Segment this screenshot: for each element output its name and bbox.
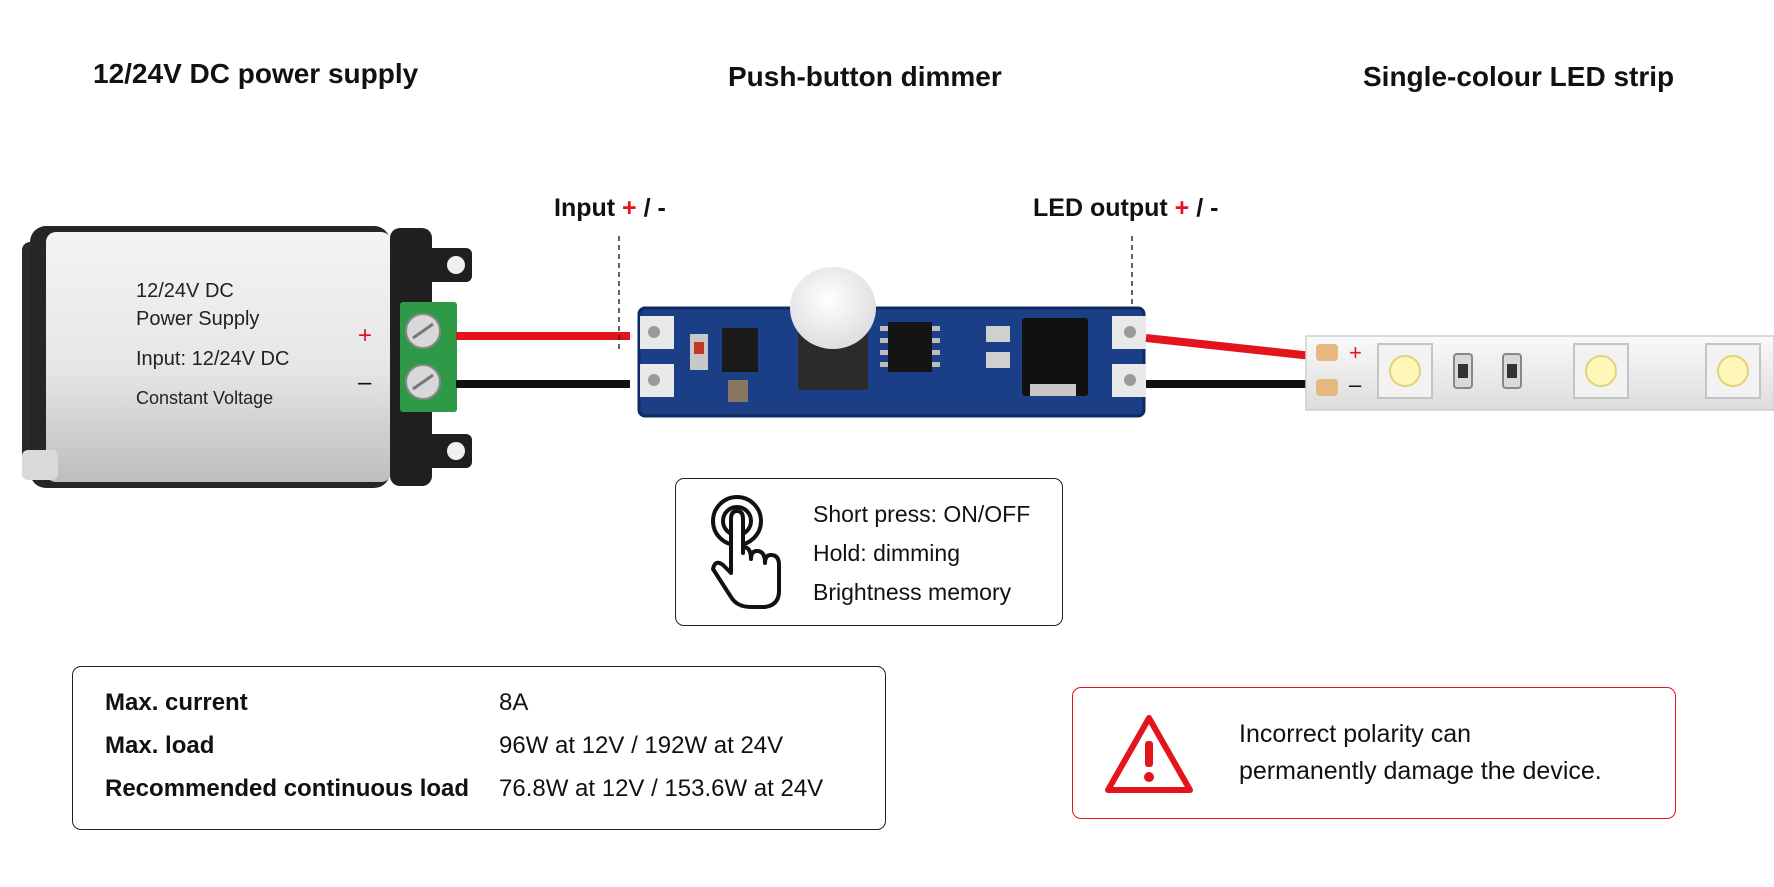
title-power-supply: 12/24V DC power supply <box>93 58 419 89</box>
output-minus-mark: / - <box>1189 194 1219 222</box>
psu-label-line3: Input: 12/24V DC <box>136 348 290 370</box>
power-supply-device <box>22 226 472 488</box>
dimmer-button-cap <box>790 267 876 349</box>
strip-minus-mark: – <box>1349 372 1362 397</box>
spec-key-max-current: Max. current <box>105 689 248 716</box>
title-dimmer: Push-button dimmer <box>728 61 1002 92</box>
input-label-text: Input <box>554 194 616 222</box>
function-box: Short press: ON/OFF Hold: dimming Bright… <box>675 478 1063 626</box>
psu-label-line1: 12/24V DC <box>136 280 234 302</box>
led-strip <box>1305 335 1774 411</box>
psu-plus-mark: + <box>358 322 373 349</box>
input-terminal-label: Input + / - <box>554 194 666 223</box>
strip-plus-mark: + <box>1349 340 1362 365</box>
dimmer-pcb <box>637 306 1146 418</box>
function-hold-dimming: Hold: dimming <box>813 540 960 566</box>
spec-key-max-load: Max. load <box>105 732 215 759</box>
psu-minus-mark: – <box>358 369 372 396</box>
function-brightness-memory: Brightness memory <box>813 579 1012 605</box>
push-button-hand-icon <box>711 495 781 609</box>
output-plus-mark: + <box>1174 194 1190 222</box>
input-plus-mark: + <box>622 194 637 222</box>
polarity-warning-box: Incorrect polarity can permanently damag… <box>1072 687 1676 819</box>
spec-key-continuous-load: Recommended continuous load <box>105 775 470 802</box>
spec-value-max-load: 96W at 12V / 192W at 24V <box>499 732 784 759</box>
spec-value-continuous-load: 76.8W at 12V / 153.6W at 24V <box>499 775 824 802</box>
title-led-strip: Single-colour LED strip <box>1363 61 1675 92</box>
warning-triangle-icon <box>1105 715 1193 793</box>
function-short-press: Short press: ON/OFF <box>813 501 1031 527</box>
input-minus-mark: / - <box>636 194 666 222</box>
spec-value-max-current: 8A <box>499 689 529 716</box>
warning-line2: permanently damage the device. <box>1239 757 1602 785</box>
psu-label-line4: Constant Voltage <box>136 388 274 408</box>
output-terminal-label: LED output + / - <box>1033 194 1218 223</box>
spec-table: Max. current 8A Max. load 96W at 12V / 1… <box>72 666 886 830</box>
psu-label-line2: Power Supply <box>136 308 260 330</box>
output-label-text: LED output <box>1033 194 1168 222</box>
warning-line1: Incorrect polarity can <box>1239 720 1472 748</box>
